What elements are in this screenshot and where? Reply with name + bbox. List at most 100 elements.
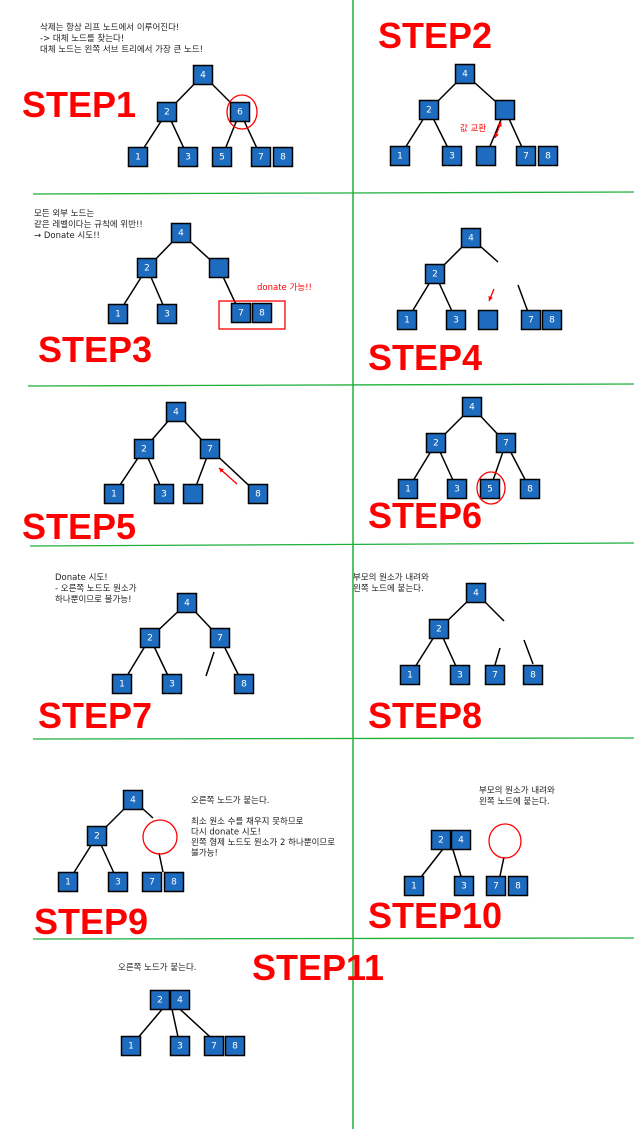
node-box [465, 582, 487, 604]
node-box [441, 145, 463, 167]
node-value: 7 [528, 316, 534, 326]
tree-node: 3 [107, 871, 129, 893]
node-value: 7 [207, 445, 213, 455]
node-box [208, 257, 230, 279]
node-box [86, 825, 108, 847]
node-value: 8 [280, 153, 286, 163]
step7-note: - 오른쪽 노드도 원소가 [55, 584, 137, 594]
node-box [169, 1035, 191, 1057]
step7-note: Donate 시도! [55, 573, 108, 583]
arrow-head [488, 296, 493, 301]
tree-node: 8 [233, 673, 255, 695]
step1-note: -> 대체 노드를 찾는다! [40, 33, 124, 44]
node-value: 2 [433, 439, 439, 449]
step3-note: 같은 레벨이다는 규칙에 위반!! [34, 219, 143, 230]
tree-edge [494, 647, 501, 666]
tree-node: 1 [397, 478, 419, 500]
node-box [224, 1035, 246, 1057]
node-value: 3 [161, 490, 167, 500]
grid-divider-horizontal [29, 542, 634, 547]
node-box [428, 618, 450, 640]
node-box [479, 478, 501, 500]
node-box [445, 309, 467, 331]
node-box [461, 396, 483, 418]
node-box [192, 64, 214, 86]
tree-edge [523, 639, 534, 665]
node-box [111, 673, 133, 695]
tree-node: 1 [403, 875, 425, 897]
replacement-highlight [226, 94, 258, 130]
node-value: 4 [469, 403, 475, 413]
tree-node: 4 [169, 989, 191, 1011]
node-value: 2 [147, 634, 153, 644]
node-box [103, 483, 125, 505]
tree-node: 1 [399, 664, 421, 686]
tree-node: 4 [461, 396, 483, 418]
arrow-head [219, 468, 224, 473]
node-value: 6 [237, 108, 243, 118]
tree-node [477, 309, 499, 331]
tree-node: 7 [203, 1035, 225, 1057]
tree-node: 3 [156, 303, 178, 325]
tree-node: 3 [453, 875, 475, 897]
node-value: 7 [503, 439, 509, 449]
tree-node: 8 [519, 478, 541, 500]
node-value: 3 [115, 878, 121, 888]
node-box [156, 303, 178, 325]
moved-node-highlight [476, 471, 506, 505]
node-box [515, 145, 537, 167]
node-value: 8 [255, 490, 261, 500]
tree-edge [499, 856, 505, 877]
node-value: 7 [523, 152, 529, 162]
node-box [122, 789, 144, 811]
step7-note: 하나뿐이므로 불가능! [55, 594, 132, 605]
node-box [141, 871, 163, 893]
step9-note: 최소 원소 수를 채우지 못하므로 [191, 816, 304, 827]
node-box [163, 871, 185, 893]
node-box [120, 1035, 142, 1057]
step-label: STEP7 [38, 695, 152, 736]
node-box [211, 146, 233, 168]
grid-divider-horizontal [27, 383, 634, 387]
grid-divider-horizontal [32, 737, 634, 740]
step-label: STEP2 [378, 15, 492, 56]
step3-note: → Donate 시도!! [34, 231, 100, 241]
arrow-head [497, 122, 502, 127]
node-box [199, 438, 221, 460]
arrow-head [494, 133, 499, 138]
tree-node: 7 [495, 432, 517, 454]
tree-node: 1 [127, 146, 149, 168]
node-value: 1 [411, 882, 417, 892]
tree-node: 7 [520, 309, 542, 331]
tree-node: 1 [57, 871, 79, 893]
node-box [397, 478, 419, 500]
step9-note: 오른쪽 노드가 붙는다. [191, 795, 270, 806]
node-box [424, 263, 446, 285]
tree-node: 5 [479, 478, 501, 500]
node-box [537, 145, 559, 167]
tree-node: 2 [425, 432, 447, 454]
tree-node: 1 [396, 309, 418, 331]
tree-node: 4 [176, 592, 198, 614]
tree-node: 2 [149, 989, 171, 1011]
node-box [272, 146, 294, 168]
tree-node: 2 [418, 99, 440, 121]
node-box [453, 875, 475, 897]
tree-node: 1 [107, 303, 129, 325]
node-value: 4 [458, 836, 464, 846]
node-box [182, 483, 204, 505]
node-value: 1 [405, 485, 411, 495]
node-box [403, 875, 425, 897]
node-box [484, 664, 506, 686]
node-value: 4 [177, 996, 183, 1006]
node-box [169, 989, 191, 1011]
tree-node: 2 [136, 257, 158, 279]
step9-note: 다시 donate 시도! [191, 828, 261, 838]
node-value: 3 [169, 680, 175, 690]
tree-node: 7 [250, 146, 272, 168]
node-value: 2 [144, 264, 150, 274]
tree-node: 4 [122, 789, 144, 811]
step-label: STEP5 [22, 506, 136, 547]
node-box [494, 99, 516, 121]
